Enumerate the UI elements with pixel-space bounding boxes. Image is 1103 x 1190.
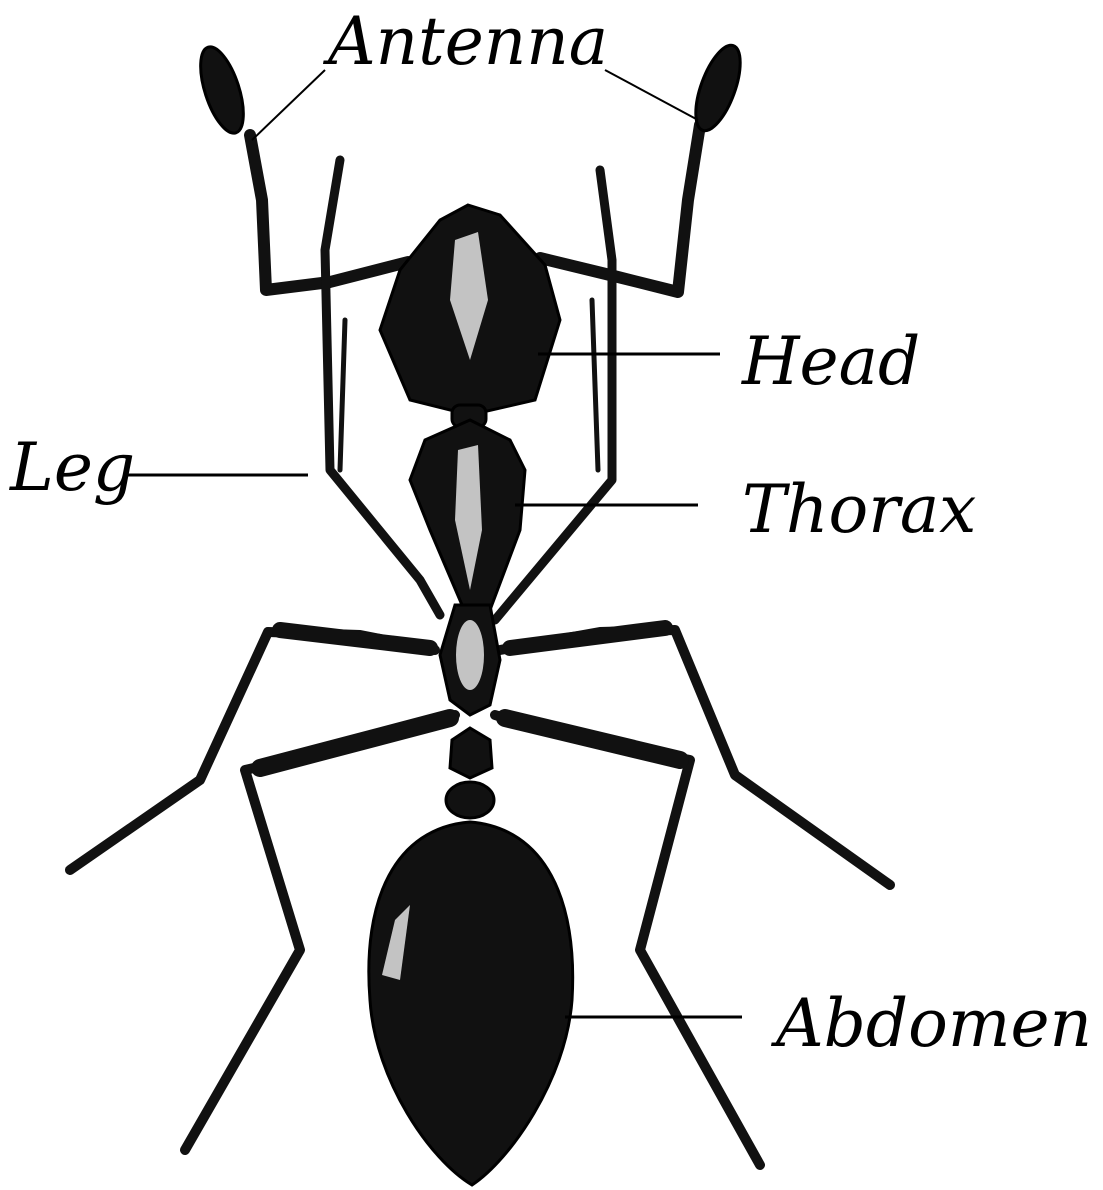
right-antenna (540, 125, 700, 292)
ant-petiole-2 (446, 782, 494, 818)
ant-body (369, 205, 573, 1185)
middle-right-leg-femur (510, 628, 665, 648)
label-head: Head (741, 323, 920, 400)
middle-left-leg (70, 632, 435, 870)
ant-abdomen (369, 822, 573, 1185)
label-antenna: Antenna (322, 3, 608, 80)
middle-right-leg (500, 630, 890, 885)
middle-left-leg-femur (280, 630, 430, 648)
label-thorax: Thorax (742, 471, 976, 548)
propodeum-highlight (456, 620, 484, 690)
ant-petiole-1 (450, 728, 492, 778)
antenna-leader-right (605, 70, 698, 120)
right-antenna-club (687, 40, 750, 136)
hind-left-leg-femur (260, 718, 450, 768)
left-antenna-club (192, 42, 252, 138)
front-left-leg-inner (340, 320, 345, 470)
label-leg: Leg (9, 429, 135, 506)
antenna-leader-left (252, 70, 325, 140)
front-right-leg-inner (592, 300, 598, 470)
label-abdomen: Abdomen (770, 985, 1092, 1062)
hind-right-leg-femur (505, 718, 680, 760)
